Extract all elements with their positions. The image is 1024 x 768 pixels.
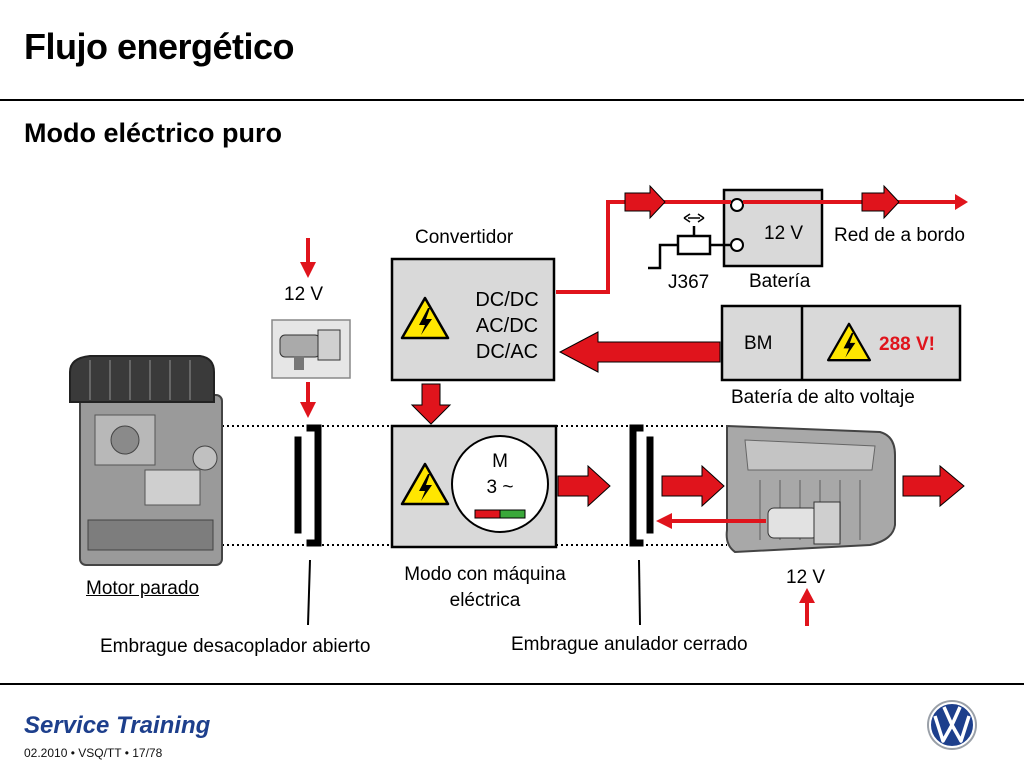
clutch-left-leader: [307, 559, 311, 626]
clutch-left-label: Embrague desacoplador abierto: [100, 636, 371, 657]
motor-symbol-m: M: [492, 451, 508, 472]
slide-title: Flujo energético: [24, 26, 295, 67]
relay-j367: [648, 213, 731, 270]
onboard-network-label: Red de a bordo: [834, 225, 965, 246]
converter-mode-acdc: AC/DC: [475, 315, 539, 337]
relay-label: J367: [668, 272, 710, 293]
clutch-right-label: Embrague anulador cerrado: [511, 634, 748, 655]
hv-module-label: BM: [744, 333, 773, 354]
clutch-left: [294, 424, 322, 547]
hv-battery-label: Batería de alto voltaje: [731, 387, 915, 408]
footer-brand: Service Training: [24, 712, 211, 739]
engine-label: Motor parado: [86, 578, 200, 599]
starter-voltage-label: 12 V: [284, 284, 324, 305]
footer-meta: 02.2010 • VSQ/TT • 17/78: [24, 746, 163, 760]
slide-subtitle: Modo eléctrico puro: [24, 118, 283, 148]
machine-mode-label-2: eléctrica: [449, 590, 521, 611]
clutch-right: [629, 424, 654, 547]
machine-mode-label-1: Modo con máquina: [404, 564, 566, 585]
motor-symbol-phase: 3 ~: [486, 477, 514, 498]
header-divider: [0, 99, 1024, 101]
hv-voltage-warning: 288 V!: [879, 334, 935, 355]
battery-12v-label: Batería: [749, 271, 811, 292]
converter-label: Convertidor: [415, 227, 514, 248]
engine-illustration: [69, 355, 223, 566]
battery-12v-voltage: 12 V: [764, 223, 804, 244]
vw-logo-icon: [927, 700, 977, 750]
converter-mode-dcac: DC/AC: [475, 341, 539, 363]
motor-symbol-circle: [451, 435, 549, 533]
energy-flow-arrows: [300, 184, 968, 626]
starter-motor: [271, 319, 351, 379]
converter-mode-dcdc: DC/DC: [475, 289, 539, 311]
gearbox-voltage-label: 12 V: [786, 567, 826, 588]
gearbox-illustration: [725, 424, 896, 554]
footer-divider: [0, 683, 1024, 685]
clutch-right-leader: [638, 559, 641, 626]
converter-modes: DC/DC AC/DC DC/AC: [462, 287, 552, 365]
